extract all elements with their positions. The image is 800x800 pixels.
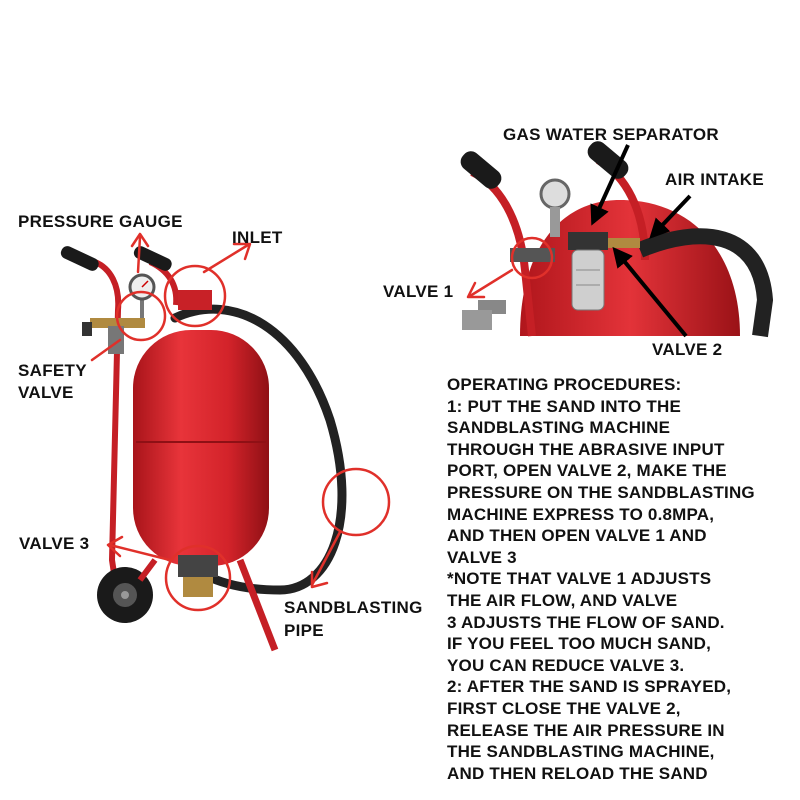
procedure-line: 2: AFTER THE SAND IS SPRAYED, [447, 677, 732, 697]
tank [133, 330, 269, 566]
label-gas-water-separator: GAS WATER SEPARATOR [503, 125, 720, 144]
operating-procedures: OPERATING PROCEDURES: 1: PUT THE SAND IN… [447, 374, 797, 784]
label-valve-1: VALVE 1 [383, 282, 454, 301]
label-inlet: INLET [232, 228, 283, 247]
procedure-line: AND THEN OPEN VALVE 1 AND [447, 526, 707, 546]
label-safety-valve-line2: VALVE [18, 383, 74, 402]
procedure-line: FIRST CLOSE THE VALVE 2, [447, 698, 681, 718]
annotation-marks [90, 232, 554, 612]
label-valve-2: VALVE 2 [652, 340, 723, 359]
label-sandblasting-pipe-line1: SANDBLASTING [284, 598, 423, 617]
procedure-line: SANDBLASTING MACHINE [447, 418, 671, 438]
procedure-line: IF YOU FEEL TOO MUCH SAND, [447, 634, 712, 654]
procedure-line: *NOTE THAT VALVE 1 ADJUSTS [447, 569, 712, 589]
label-pressure-gauge: PRESSURE GAUGE [18, 212, 183, 231]
procedure-line: MACHINE EXPRESS TO 0.8MPA, [447, 504, 715, 524]
procedure-line: AND THEN RELOAD THE SAND [447, 763, 708, 783]
procedure-line: 1: PUT THE SAND INTO THE [447, 396, 682, 416]
label-safety-valve-line1: SAFETY [18, 361, 87, 380]
procedure-line: THE SANDBLASTING MACHINE, [447, 742, 715, 762]
procedure-line: VALVE 3 [447, 547, 517, 567]
procedure-line: YOU CAN REDUCE VALVE 3. [447, 655, 685, 675]
procedure-line: THROUGH THE ABRASIVE INPUT [447, 439, 725, 459]
procedure-line: PRESSURE ON THE SANDBLASTING [447, 482, 755, 502]
sandblasting-hose [170, 304, 347, 595]
label-air-intake: AIR INTAKE [665, 170, 765, 189]
valve-closeup-inset [445, 141, 774, 338]
handle-grip-left [60, 246, 99, 271]
handle-grip-right [133, 246, 172, 271]
label-sandblasting-pipe-line2: PIPE [284, 621, 324, 640]
procedure-line: RELEASE THE AIR PRESSURE IN [447, 720, 725, 740]
procedure-line: OPERATING PROCEDURES: [447, 375, 682, 394]
procedure-line: THE AIR FLOW, AND VALVE [447, 590, 678, 610]
label-valve-3: VALVE 3 [19, 534, 90, 553]
black-arrows [590, 144, 692, 338]
procedure-line: PORT, OPEN VALVE 2, MAKE THE [447, 461, 727, 481]
procedure-line: 3 ADJUSTS THE FLOW OF SAND. [447, 612, 725, 632]
